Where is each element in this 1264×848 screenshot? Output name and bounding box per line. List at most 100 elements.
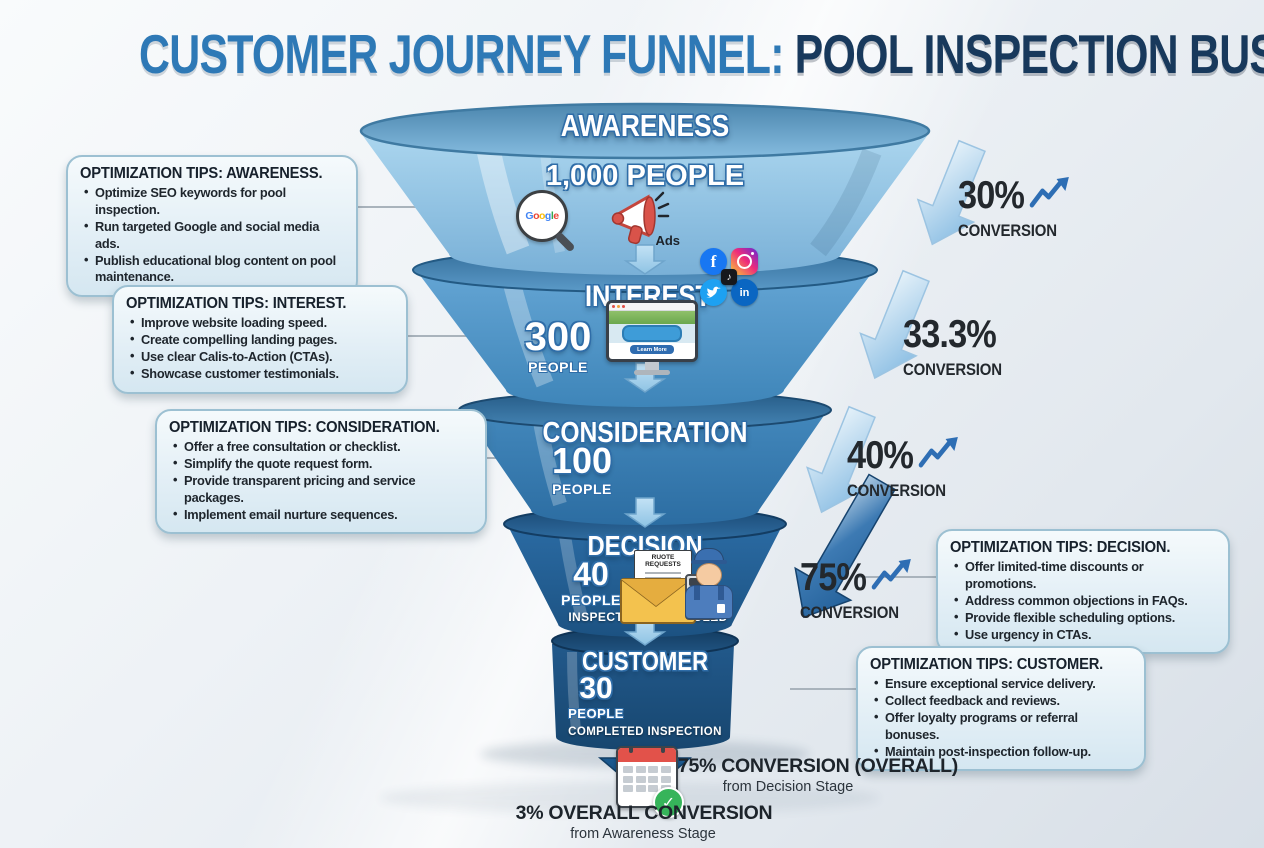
big-arrow-decision <box>794 473 897 619</box>
conversion-label: CONVERSION <box>958 221 1057 240</box>
camera-glyph <box>737 252 754 269</box>
tip-item: Publish educational blog content on pool… <box>84 252 344 287</box>
people-count-interest: 300 PEOPLE <box>525 317 592 374</box>
tip-item: Implement email nurture sequences. <box>173 506 473 524</box>
stage-consideration-body <box>465 414 825 525</box>
conversion-interest: 33.3% CONVERSION <box>903 313 1015 380</box>
magnifier-handle <box>554 231 576 253</box>
stage-awareness-rim <box>359 102 931 160</box>
highlight-streak <box>476 145 530 255</box>
shade-streak <box>810 148 882 257</box>
stage-name: AWARENESS <box>560 108 730 143</box>
tip-item: Use clear Calis-to-Action (CTAs). <box>130 348 394 366</box>
tips-box-customer: OPTIMIZATION TIPS: CUSTOMER. Ensure exce… <box>856 646 1146 772</box>
google-search-icon: Google <box>516 190 580 256</box>
caption-completed-inspection: COMPLETED INSPECTION <box>568 726 722 738</box>
tips-box-interest: OPTIMIZATION TIPS: INTEREST. Improve web… <box>112 285 408 394</box>
stage-label-consideration: CONSIDERATION <box>524 417 765 450</box>
conversion-label: CONVERSION <box>800 603 899 622</box>
inspector-cap-brim <box>691 560 727 564</box>
tips-list: Improve website loading speed. Create co… <box>126 314 394 383</box>
count-unit: PEOPLE <box>561 592 621 608</box>
tips-title: OPTIMIZATION TIPS: AWARENESS. <box>80 165 323 182</box>
tip-item: Improve website loading speed. <box>130 314 394 332</box>
social-media-icons: f in ♪ <box>700 248 758 306</box>
trend-up-icon <box>918 437 958 468</box>
website-hero <box>609 311 695 324</box>
tip-item: Offer loyalty programs or referral bonus… <box>874 709 1132 744</box>
tips-list: Optimize SEO keywords for pool inspectio… <box>80 184 344 287</box>
website-pool-image <box>609 324 695 343</box>
title-part-2: POOL INSPECTION BUSINESS <box>794 23 1264 85</box>
title-part-1: CUSTOMER JOURNEY FUNNEL: <box>139 23 784 85</box>
highlight-streak <box>559 535 588 620</box>
overall-awareness-sub: from Awareness Stage <box>570 826 716 842</box>
calendar-header <box>618 748 676 762</box>
tip-item: Collect feedback and reviews. <box>874 692 1132 710</box>
tips-title: OPTIMIZATION TIPS: CONSIDERATION. <box>169 419 440 436</box>
inspector-uniform <box>685 585 733 619</box>
tips-box-decision: OPTIMIZATION TIPS: DECISION. Offer limit… <box>936 529 1230 655</box>
highlight-streak <box>503 281 554 388</box>
google-label: Google <box>525 210 559 222</box>
big-arrow-interest <box>859 269 930 380</box>
people-count-customer: 30 PEOPLE <box>568 672 624 721</box>
learn-more-button-graphic: Learn More <box>630 345 674 354</box>
tips-list: Offer a free consultation or checklist. … <box>169 438 473 524</box>
people-count-decision: 40 PEOPLE <box>561 558 621 607</box>
stage-name: CONSIDERATION <box>542 417 748 449</box>
overall-decision-conversion: 75% CONVERSION (OVERALL) <box>678 755 958 777</box>
count-number: 40 <box>573 556 609 592</box>
envelope-icon <box>620 578 696 624</box>
highlight-streak <box>533 420 567 507</box>
inspector-icon <box>682 548 736 626</box>
tip-item: Maintain post-inspection follow-up. <box>874 743 1132 761</box>
tip-item: Address common objections in FAQs. <box>954 592 1216 610</box>
count-number: 300 <box>524 315 592 359</box>
trend-up-icon <box>1029 177 1069 208</box>
megaphone-ads-icon: Ads <box>608 188 680 248</box>
tips-title: OPTIMIZATION TIPS: CUSTOMER. <box>870 656 1104 673</box>
count-number: 30 <box>579 672 613 705</box>
tips-box-consideration: OPTIMIZATION TIPS: CONSIDERATION. Offer … <box>155 409 487 535</box>
pocket <box>717 604 725 613</box>
twitter-bird <box>706 286 721 298</box>
conversion-decision: 75% CONVERSION <box>800 556 927 623</box>
count-unit: PEOPLE <box>528 359 588 375</box>
flow-arrow-3 <box>623 497 667 528</box>
count-unit: PEOPLE <box>552 481 612 497</box>
megaphone-graphic <box>611 191 670 245</box>
tips-list: Ensure exceptional service delivery. Col… <box>870 675 1132 761</box>
stage-label-customer: CUSTOMER <box>571 646 719 677</box>
trend-up-icon <box>871 559 911 590</box>
tip-item: Showcase customer testimonials. <box>130 365 394 383</box>
tips-title: OPTIMIZATION TIPS: DECISION. <box>950 539 1171 556</box>
ads-label: Ads <box>655 233 680 248</box>
monitor-base <box>634 370 670 375</box>
tip-item: Offer limited-time discounts or promotio… <box>954 558 1216 593</box>
page-title: CUSTOMER JOURNEY FUNNEL:POOL INSPECTION … <box>139 22 1264 86</box>
conversion-value: 75% <box>800 556 867 599</box>
tip-item: Provide flexible scheduling options. <box>954 609 1216 627</box>
overall-decision-sub: from Decision Stage <box>722 779 854 795</box>
tips-box-awareness: OPTIMIZATION TIPS: AWARENESS. Optimize S… <box>66 155 358 298</box>
website-monitor-icon: Learn More <box>606 300 698 378</box>
flow-arrow-1 <box>623 244 667 275</box>
stage-label-awareness: AWARENESS <box>546 108 744 144</box>
conversion-awareness: 30% CONVERSION <box>958 174 1085 241</box>
conversion-consideration: 40% CONVERSION <box>847 434 974 501</box>
tip-item: Use urgency in CTAs. <box>954 626 1216 644</box>
tips-list: Offer limited-time discounts or promotio… <box>950 558 1216 644</box>
tip-item: Simplify the quote request form. <box>173 455 473 473</box>
inspector-head <box>696 563 722 587</box>
tips-title: OPTIMIZATION TIPS: INTEREST. <box>126 295 347 312</box>
conversion-label: CONVERSION <box>903 360 1002 379</box>
green-check-icon <box>653 787 684 818</box>
big-arrow-consideration <box>806 405 876 514</box>
people-count-consideration: 100 PEOPLE <box>552 443 612 497</box>
quote-paper-label: RUOTE REQUESTS <box>645 554 681 569</box>
tip-item: Ensure exceptional service delivery. <box>874 675 1132 693</box>
people-count-awareness: 1,000 PEOPLE <box>546 160 744 193</box>
browser-bar <box>609 303 695 311</box>
